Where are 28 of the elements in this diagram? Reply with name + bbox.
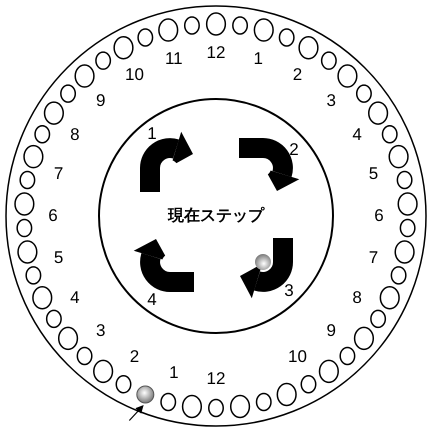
step-number: 4 (147, 291, 157, 309)
step-number: 2 (289, 141, 299, 159)
position-number: 3 (326, 92, 336, 110)
position-number: 10 (125, 66, 144, 84)
position-number: 10 (288, 348, 307, 366)
position-number: 12 (206, 44, 226, 62)
position-number: 5 (54, 249, 64, 268)
position-number: 7 (368, 249, 378, 268)
position-number: 12 (206, 370, 226, 388)
position-number: 9 (326, 322, 336, 340)
position-number: 4 (70, 288, 80, 306)
position-number: 3 (96, 322, 106, 340)
position-number: 4 (352, 126, 362, 144)
step-number: 1 (147, 125, 157, 143)
position-number: 1 (169, 364, 179, 382)
position-number: 8 (70, 126, 80, 144)
step-number: 3 (284, 282, 294, 300)
position-number: 7 (54, 164, 64, 183)
position-number: 6 (374, 207, 384, 225)
position-number: 5 (368, 164, 378, 183)
position-number: 2 (292, 66, 302, 84)
position-number: 6 (48, 207, 58, 225)
position-number: 2 (130, 348, 140, 366)
position-number: 8 (352, 288, 362, 306)
position-number: 1 (253, 50, 263, 68)
position-number: 9 (96, 92, 106, 110)
position-number: 11 (164, 50, 183, 68)
current-step-label: 現在ステップ (168, 206, 264, 226)
